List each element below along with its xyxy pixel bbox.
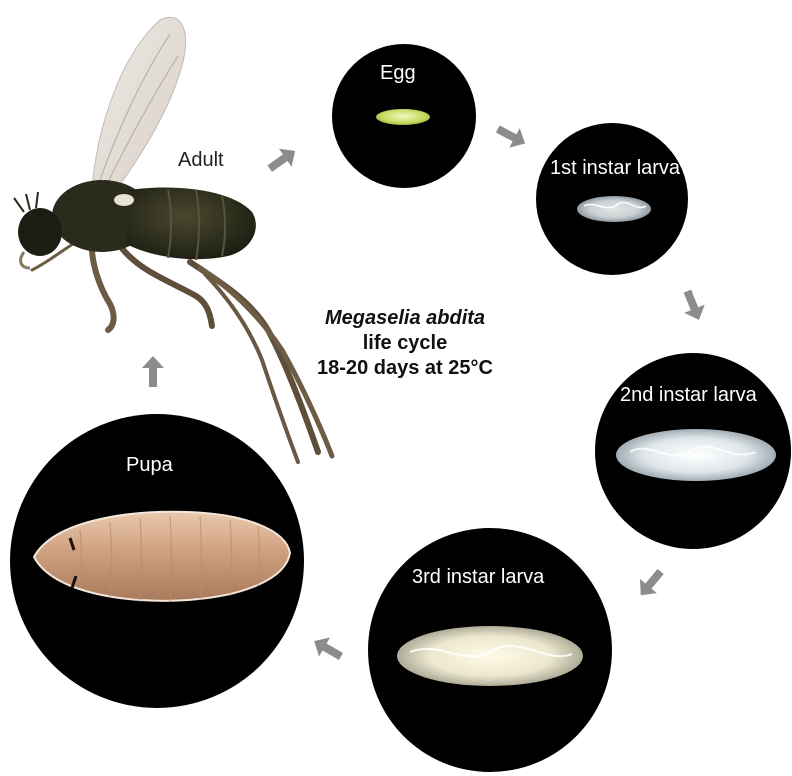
second-instar-specimen (616, 429, 776, 481)
fly-abdomen (126, 188, 256, 260)
arrow-egg-to-first-instar (493, 119, 531, 153)
fly-wing (92, 17, 185, 196)
third-instar-label: 3rd instar larva (412, 566, 544, 588)
first-instar-label: 1st instar larva (550, 157, 680, 179)
pupa-label: Pupa (126, 454, 173, 476)
fly-head (18, 208, 62, 256)
fly-hind-leg (190, 262, 318, 452)
second-instar-stage (595, 353, 791, 549)
egg-specimen (376, 109, 430, 125)
arrow-first-to-second-instar (677, 287, 709, 324)
species-name: Megaselia abdita (305, 306, 505, 331)
arrow-pupa-to-adult (142, 356, 164, 387)
adult-fly-illustration (14, 17, 332, 462)
life-cycle-title: Megaselia abdita life cycle 18-20 days a… (305, 306, 505, 381)
title-line-life-cycle: life cycle (305, 331, 505, 356)
first-instar-specimen (577, 196, 651, 222)
third-instar-stage (368, 528, 612, 772)
arrow-second-to-third-instar (632, 564, 669, 602)
arrow-adult-to-egg (263, 142, 301, 178)
second-instar-label: 2nd instar larva (620, 384, 757, 406)
title-line-duration: 18-20 days at 25°C (305, 356, 505, 381)
first-instar-stage (536, 123, 688, 275)
arrow-third-instar-to-pupa (309, 631, 347, 666)
egg-label: Egg (380, 62, 416, 84)
adult-label: Adult (178, 149, 224, 171)
